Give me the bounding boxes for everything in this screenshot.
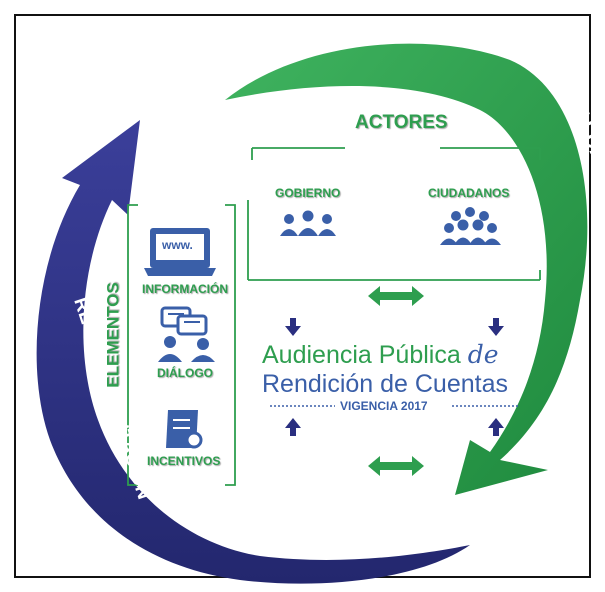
double-arrow-bottom-icon: [368, 456, 424, 476]
vigencia-label: VIGENCIA 2017: [340, 399, 428, 413]
up-arrow-right-icon: [488, 418, 504, 436]
audiencia-title: Audiencia Pública de: [262, 340, 499, 370]
gobierno-icon: [280, 210, 336, 236]
retroalimentacion-arrow: [36, 120, 470, 584]
actores-bracket: [251, 147, 541, 160]
up-arrow-left-icon: [285, 418, 301, 436]
double-arrow-top-icon: [368, 286, 424, 306]
dialogo-label: DIÁLOGO: [157, 366, 213, 380]
chat-bubbles-icon: [160, 306, 208, 336]
ciudadanos-label: CIUDADANOS: [428, 186, 510, 200]
www-label: www.: [162, 238, 193, 252]
evaluacion-arrow: [225, 43, 588, 495]
laptop-icon: [144, 228, 216, 276]
elementos-bracket: [127, 204, 236, 486]
certificate-icon: [166, 410, 203, 449]
de-text: de: [467, 340, 499, 369]
audiencia-text: Audiencia Pública: [262, 341, 461, 369]
actores-title: ACTORES: [355, 112, 448, 133]
down-arrow-left-icon: [285, 318, 301, 336]
down-arrow-right-icon: [488, 318, 504, 336]
rendicion-title: Rendición de Cuentas: [262, 370, 508, 398]
gobierno-label: GOBIERNO: [275, 186, 341, 200]
dialogo-people-icon: [158, 336, 215, 362]
informacion-label: INFORMACIÓN: [142, 282, 228, 296]
incentivos-label: INCENTIVOS: [147, 454, 221, 468]
actores-box: [247, 200, 541, 281]
ciudadanos-icon: [440, 207, 501, 245]
elementos-title: ELEMENTOS: [103, 282, 123, 388]
